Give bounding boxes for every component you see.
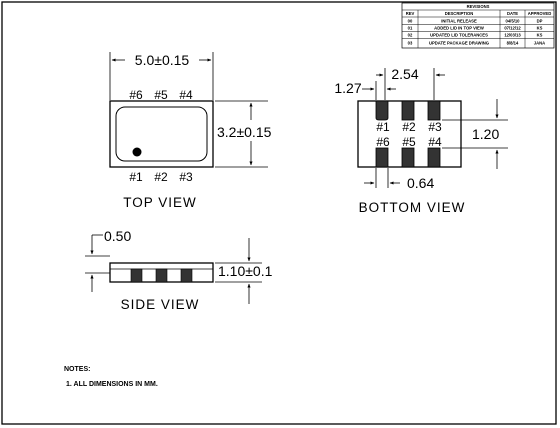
bottom-row-gap-dimension: 1.20 <box>472 126 499 142</box>
svg-text:12/03/13: 12/03/13 <box>504 33 521 38</box>
bottom-pin-label: #2 <box>402 120 416 134</box>
svg-text:02: 02 <box>408 33 413 38</box>
revision-title: REVISIONS <box>467 4 490 9</box>
side-view-caption: SIDE VIEW <box>121 297 200 312</box>
pin1-marker-icon <box>132 147 142 157</box>
rev-header-approved: APPROVED <box>528 11 552 16</box>
notes-title: NOTES: <box>64 366 90 373</box>
bottom-pad-width-dimension: 1.27 <box>334 80 361 96</box>
svg-text:UPDATE PACKAGE DRAWING: UPDATE PACKAGE DRAWING <box>429 41 489 46</box>
rev-row: 03 UPDATE PACKAGE DRAWING 8/8/14 JANA <box>408 41 546 46</box>
top-pin-label: #2 <box>154 170 168 184</box>
top-height-dimension: 3.2±0.15 <box>217 124 272 140</box>
note-item: 1. ALL DIMENSIONS IN MM. <box>66 381 158 388</box>
svg-text:INITIAL RELEASE: INITIAL RELEASE <box>441 19 477 24</box>
svg-text:00: 00 <box>408 19 413 24</box>
top-view: 5.0±0.15 #6 #5 #4 3.2±0.15 #1 #2 #3 TOP … <box>109 52 272 210</box>
svg-text:ADDED LID IN TOP VIEW: ADDED LID IN TOP VIEW <box>434 26 484 31</box>
rev-row: 00 INITIAL RELEASE 04/5/10 DP <box>408 19 543 24</box>
top-view-caption: TOP VIEW <box>123 195 197 210</box>
svg-text:07/12/12: 07/12/12 <box>504 26 521 31</box>
rev-header-description: DESCRIPTION <box>445 11 474 16</box>
svg-text:UPDATED LID TOLERANCES: UPDATED LID TOLERANCES <box>430 33 488 38</box>
side-lid-dimension: 0.50 <box>104 228 131 244</box>
bottom-pin-label: #1 <box>376 120 390 134</box>
svg-text:04/5/10: 04/5/10 <box>506 19 521 24</box>
notes: NOTES: 1. ALL DIMENSIONS IN MM. <box>64 366 158 388</box>
top-pin-label: #4 <box>179 88 193 102</box>
svg-text:01: 01 <box>408 26 413 31</box>
bottom-pad-height-dimension: 0.64 <box>407 175 434 191</box>
top-pin-label: #3 <box>179 170 193 184</box>
bottom-pitch-dimension: 2.54 <box>391 66 418 82</box>
top-pin-label: #6 <box>129 88 143 102</box>
bottom-pin-label: #4 <box>428 135 442 149</box>
svg-text:03: 03 <box>408 41 413 46</box>
bottom-view: 2.54 1.27 #1 #2 #3 #6 #5 #4 1.20 0.64 <box>334 66 508 215</box>
side-pad <box>180 268 193 283</box>
svg-text:KS: KS <box>537 33 543 38</box>
pad-pin6 <box>375 147 389 168</box>
pad-pin3 <box>427 100 441 121</box>
bottom-pin-label: #6 <box>376 135 390 149</box>
side-pad <box>155 268 168 283</box>
top-package-lid <box>115 106 208 162</box>
svg-text:JANA: JANA <box>534 41 545 46</box>
rev-row: 02 UPDATED LID TOLERANCES 12/03/13 KS <box>408 33 543 38</box>
bottom-pin-label: #5 <box>402 135 416 149</box>
side-height-dimension: 1.10±0.1 <box>218 263 273 279</box>
bottom-pin-label: #3 <box>428 120 442 134</box>
rev-row: 01 ADDED LID IN TOP VIEW 07/12/12 KS <box>408 26 543 31</box>
svg-text:DP: DP <box>537 19 543 24</box>
rev-header-date: DATE <box>507 11 518 16</box>
side-pad <box>130 268 143 283</box>
pad-pin5 <box>401 147 415 168</box>
revision-block: REVISIONS REV DESCRIPTION DATE APPROVED … <box>401 2 555 49</box>
side-view: 0.50 1.10±0.1 SIDE VIEW <box>85 228 273 312</box>
bottom-view-caption: BOTTOM VIEW <box>359 200 466 215</box>
pad-pin2 <box>401 100 415 121</box>
top-width-dimension: 5.0±0.15 <box>135 52 190 68</box>
top-pin-label: #5 <box>154 88 168 102</box>
top-pin-label: #1 <box>129 170 143 184</box>
pad-pin1 <box>375 100 389 121</box>
rev-header-rev: REV <box>406 11 415 16</box>
svg-text:8/8/14: 8/8/14 <box>507 41 519 46</box>
svg-text:KS: KS <box>537 26 543 31</box>
pad-pin4 <box>427 147 441 168</box>
